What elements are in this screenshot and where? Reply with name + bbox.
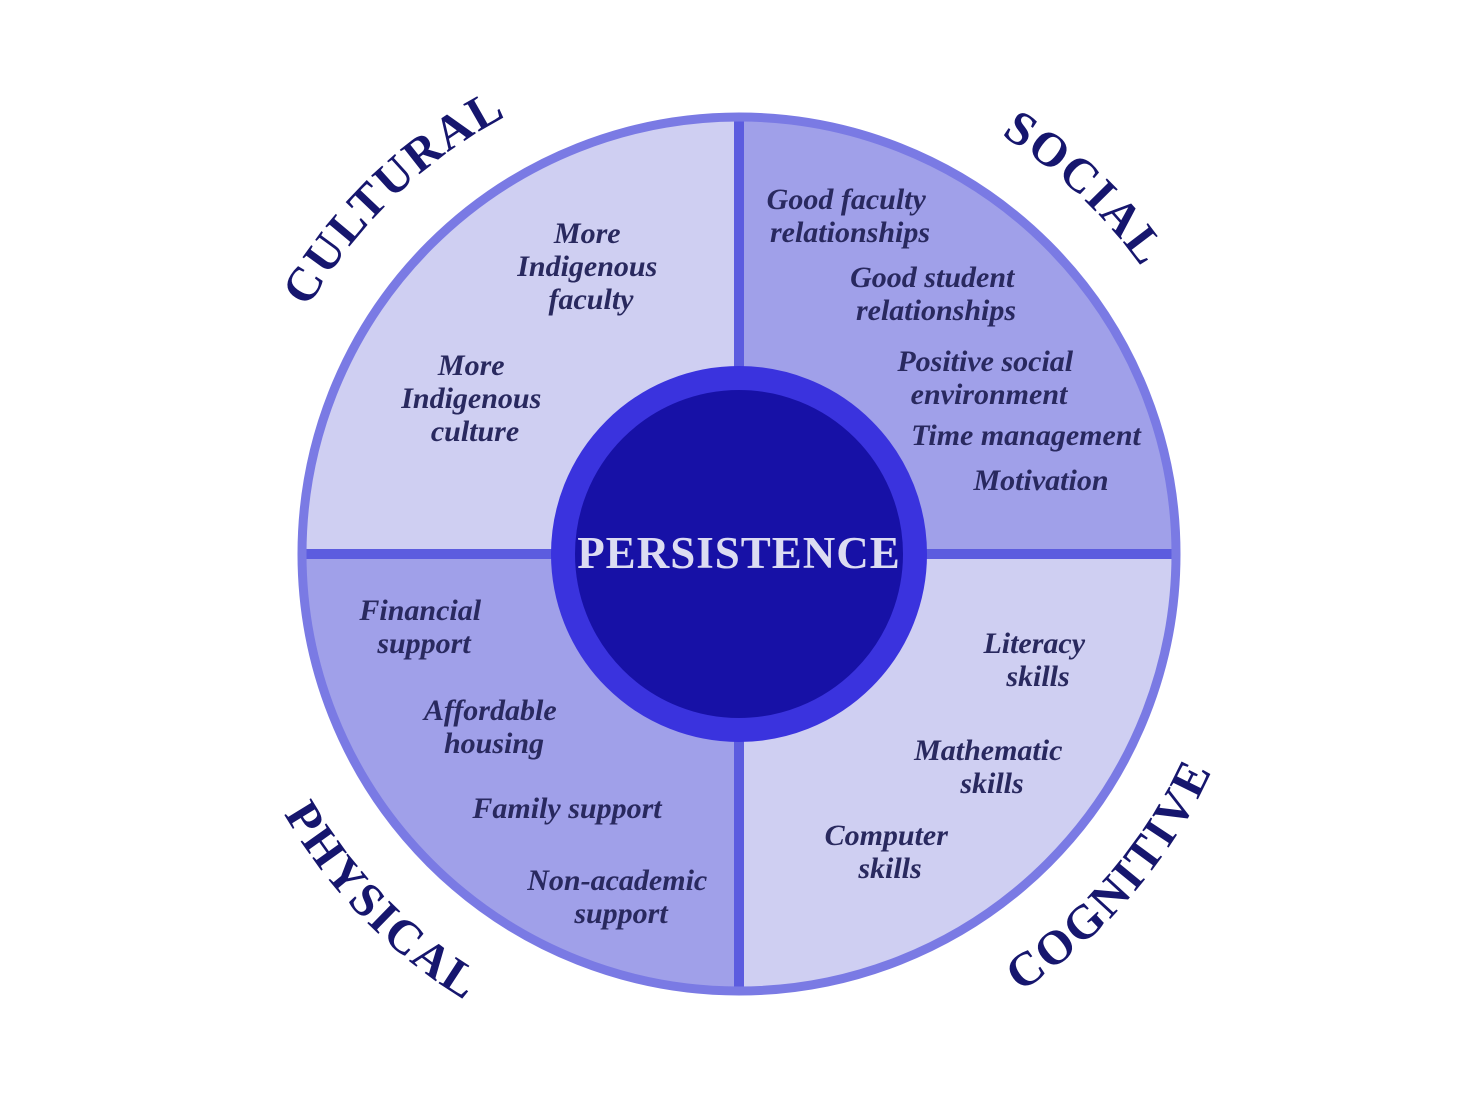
note-time-management: Time management [911,419,1142,452]
note-motivation: Motivation [972,464,1108,497]
note-financial-support: Financial support [358,594,488,660]
note-literacy-skills: Literacy skills [982,627,1092,693]
note-good-student-relationships: Good student relationships [850,261,1022,327]
note-more-indigenous-culture: More Indigenous culture [400,349,549,448]
persistence-label: PERSISTENCE [577,528,901,578]
note-positive-social-environment: Positive social environment [896,345,1080,411]
note-non-academic-support: Non-academic support [526,864,714,930]
note-more-indigenous-faculty: More Indigenous faculty [516,217,665,316]
outer-ring [297,112,1181,996]
note-computer-skills: Computer skills [825,819,956,885]
persistence-center-circle [551,366,927,742]
note-family-support: Family support [471,792,663,825]
note-good-faculty-relationships: Good faculty relationships [767,183,934,249]
note-affordable-housing: Affordable housing [422,694,564,760]
note-mathematic-skills: Mathematic skills [913,734,1070,800]
